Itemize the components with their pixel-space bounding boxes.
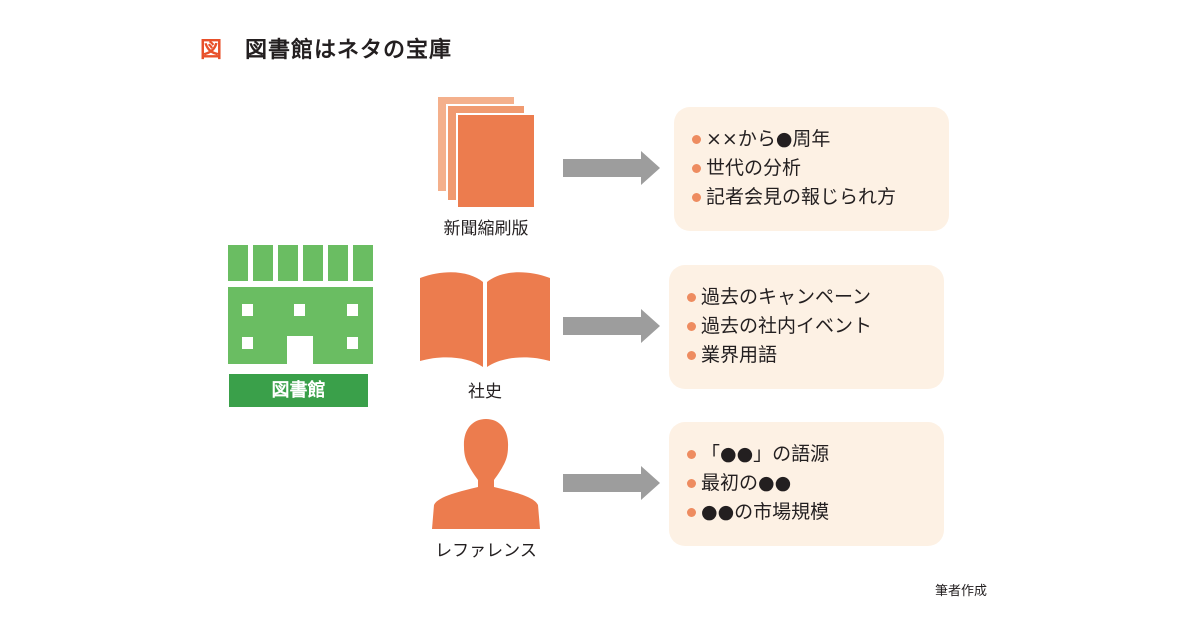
library-label: 図書館 <box>229 374 368 407</box>
credit-note: 筆者作成 <box>935 584 988 599</box>
newspaper-stack-icon <box>438 97 534 207</box>
list-item: ××から●周年 <box>692 125 949 154</box>
list-item: 世代の分析 <box>692 154 949 183</box>
list-item: 業界用語 <box>687 341 944 370</box>
source-label-company-history: 社史 <box>468 382 502 402</box>
arrow-right-icon <box>563 309 660 343</box>
source-label-newspaper: 新聞縮刷版 <box>443 219 529 239</box>
person-silhouette-icon <box>432 419 540 529</box>
bullet-icon <box>687 351 696 360</box>
list-item: 記者会見の報じられ方 <box>692 183 949 212</box>
bullet-icon <box>692 164 701 173</box>
arrow-right-icon <box>563 466 660 500</box>
bullet-icon <box>687 322 696 331</box>
bullet-icon <box>692 193 701 202</box>
list-item: 過去のキャンペーン <box>687 283 944 312</box>
list-item: 「●●」の語源 <box>687 440 944 469</box>
bullet-icon <box>687 450 696 459</box>
bullet-icon <box>687 293 696 302</box>
library-building-icon <box>228 245 373 364</box>
open-book-icon <box>420 272 550 367</box>
bullet-icon <box>687 479 696 488</box>
info-box-newspaper: ××から●周年 世代の分析 記者会見の報じられ方 <box>674 107 949 231</box>
figure-label: 図 <box>200 38 224 63</box>
figure-title-text: 図書館はネタの宝庫 <box>245 38 453 63</box>
bullet-icon <box>687 508 696 517</box>
list-item: 過去の社内イベント <box>687 312 944 341</box>
source-label-reference: レファレンス <box>435 541 537 561</box>
list-item: 最初の●● <box>687 469 944 498</box>
bullet-icon <box>692 135 701 144</box>
info-box-company-history: 過去のキャンペーン 過去の社内イベント 業界用語 <box>669 265 944 389</box>
info-box-reference: 「●●」の語源 最初の●● ●●の市場規模 <box>669 422 944 546</box>
list-item: ●●の市場規模 <box>687 498 944 527</box>
arrow-right-icon <box>563 151 660 185</box>
figure-title: 図図書館はネタの宝庫 <box>200 32 452 64</box>
